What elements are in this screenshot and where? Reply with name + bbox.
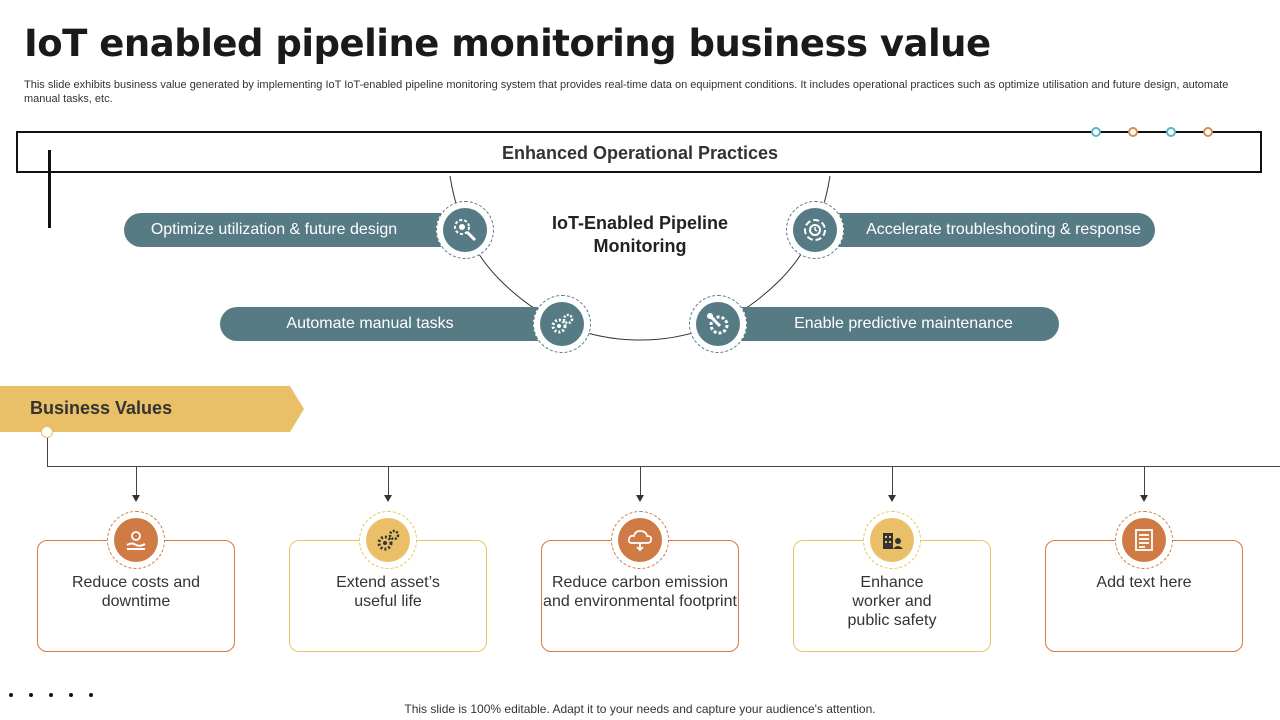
wrench-gear-icon bbox=[696, 302, 740, 346]
practice-label: Accelerate troubleshooting & response bbox=[866, 221, 1141, 238]
business-values-title: Business Values bbox=[30, 398, 173, 418]
building-worker-icon bbox=[870, 518, 914, 562]
value-icon-ring bbox=[611, 511, 669, 569]
gears-icon bbox=[366, 518, 410, 562]
arrow-down-icon bbox=[1140, 495, 1148, 502]
value-icon-ring bbox=[107, 511, 165, 569]
hub-label: IoT-Enabled Pipeline Monitoring bbox=[551, 213, 729, 256]
practice-icon-ring bbox=[689, 295, 747, 353]
value-card-label: Add text here bbox=[1096, 574, 1192, 591]
value-icon-ring bbox=[1115, 511, 1173, 569]
decorative-dot bbox=[69, 693, 73, 697]
connector-line bbox=[1144, 466, 1145, 496]
operations-bar bbox=[16, 131, 1262, 173]
practice-automate: Automate manual tasks bbox=[220, 307, 560, 341]
co2-cloud-icon bbox=[618, 518, 662, 562]
decorative-dot bbox=[49, 693, 53, 697]
connector-line bbox=[47, 466, 1280, 467]
connector-line bbox=[892, 466, 893, 496]
connector-line bbox=[640, 466, 641, 496]
practice-label: Optimize utilization & future design bbox=[150, 221, 398, 238]
checklist-icon bbox=[1122, 518, 1166, 562]
decorative-dot bbox=[89, 693, 93, 697]
practice-icon-ring bbox=[436, 201, 494, 259]
practice-icon-ring bbox=[786, 201, 844, 259]
decorative-dot bbox=[1091, 127, 1101, 137]
connector-line bbox=[47, 432, 48, 466]
gear-magnifier-icon bbox=[443, 208, 487, 252]
business-values-banner bbox=[0, 386, 304, 432]
decorative-dot bbox=[1166, 127, 1176, 137]
arrow-down-icon bbox=[132, 495, 140, 502]
page-title: IoT enabled pipeline monitoring business… bbox=[24, 22, 991, 65]
value-icon-ring bbox=[863, 511, 921, 569]
footer-note: This slide is 100% editable. Adapt it to… bbox=[404, 702, 876, 716]
arrow-down-icon bbox=[888, 495, 896, 502]
clock-cycle-icon bbox=[793, 208, 837, 252]
practice-icon-ring bbox=[533, 295, 591, 353]
decorative-dot bbox=[1128, 127, 1138, 137]
practice-label: Automate manual tasks bbox=[286, 315, 454, 332]
value-card-label: Reduce carbon emission and environmental… bbox=[543, 574, 737, 610]
connector-line bbox=[136, 466, 137, 496]
value-card-label: Reduce costs and downtime bbox=[71, 574, 201, 610]
connector-line bbox=[388, 466, 389, 496]
practice-optimize: Optimize utilization & future design bbox=[124, 213, 464, 247]
arrow-down-icon bbox=[636, 495, 644, 502]
money-hand-icon bbox=[114, 518, 158, 562]
value-card-label: Enhance worker and public safety bbox=[847, 574, 937, 629]
gears-icon bbox=[540, 302, 584, 346]
value-icon-ring bbox=[359, 511, 417, 569]
practice-label: Enable predictive maintenance bbox=[794, 315, 1013, 332]
decorative-tick bbox=[48, 150, 51, 228]
operations-title: Enhanced Operational Practices bbox=[501, 143, 779, 163]
practice-troubleshooting: Accelerate troubleshooting & response bbox=[816, 213, 1155, 247]
decorative-dot bbox=[1203, 127, 1213, 137]
arrow-down-icon bbox=[384, 495, 392, 502]
connector-node bbox=[41, 426, 53, 438]
page-subtitle: This slide exhibits business value gener… bbox=[24, 79, 1229, 105]
practice-predictive: Enable predictive maintenance bbox=[718, 307, 1059, 341]
decorative-dot bbox=[29, 693, 33, 697]
value-card-label: Extend asset’s useful life bbox=[336, 574, 440, 610]
decorative-dot bbox=[9, 693, 13, 697]
